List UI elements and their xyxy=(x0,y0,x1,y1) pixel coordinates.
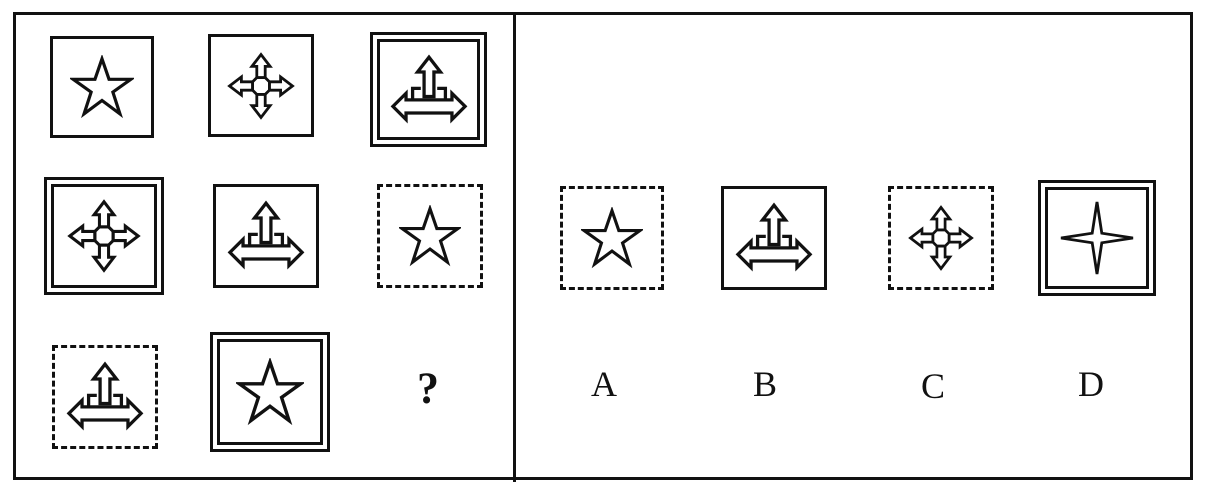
star-icon xyxy=(581,207,643,269)
grid-cell-3 xyxy=(370,32,487,147)
grid-cell-5 xyxy=(213,184,319,288)
question-mark: ? xyxy=(417,363,439,413)
grid-cell-4 xyxy=(44,177,164,295)
option-d-box[interactable] xyxy=(1038,180,1156,296)
three-arrow-icon xyxy=(64,356,146,438)
puzzle-outer-border xyxy=(13,12,1193,480)
grid-cell-7 xyxy=(52,345,158,449)
star-icon xyxy=(399,205,461,267)
option-d-label[interactable]: D xyxy=(1078,364,1104,404)
option-b-box[interactable] xyxy=(721,186,827,290)
four-point-star-icon xyxy=(1057,198,1137,278)
three-arrow-icon xyxy=(733,197,815,279)
option-b-label[interactable]: B xyxy=(752,364,778,404)
four-arrow-cross-icon xyxy=(907,204,975,272)
four-arrow-cross-icon xyxy=(226,51,296,121)
option-a-box[interactable] xyxy=(560,186,664,290)
option-c-box[interactable] xyxy=(888,186,994,290)
three-arrow-icon xyxy=(225,195,307,277)
option-a-label[interactable]: A xyxy=(591,364,617,404)
grid-cell-1 xyxy=(50,36,154,138)
grid-cell-8 xyxy=(210,332,330,452)
four-arrow-cross-icon xyxy=(66,198,142,274)
option-c-label[interactable]: C xyxy=(920,366,946,406)
star-icon xyxy=(70,55,134,119)
puzzle-divider xyxy=(513,12,516,482)
star-icon xyxy=(236,358,304,426)
grid-cell-2 xyxy=(208,34,314,137)
grid-cell-6 xyxy=(377,184,483,288)
three-arrow-icon xyxy=(388,49,470,131)
